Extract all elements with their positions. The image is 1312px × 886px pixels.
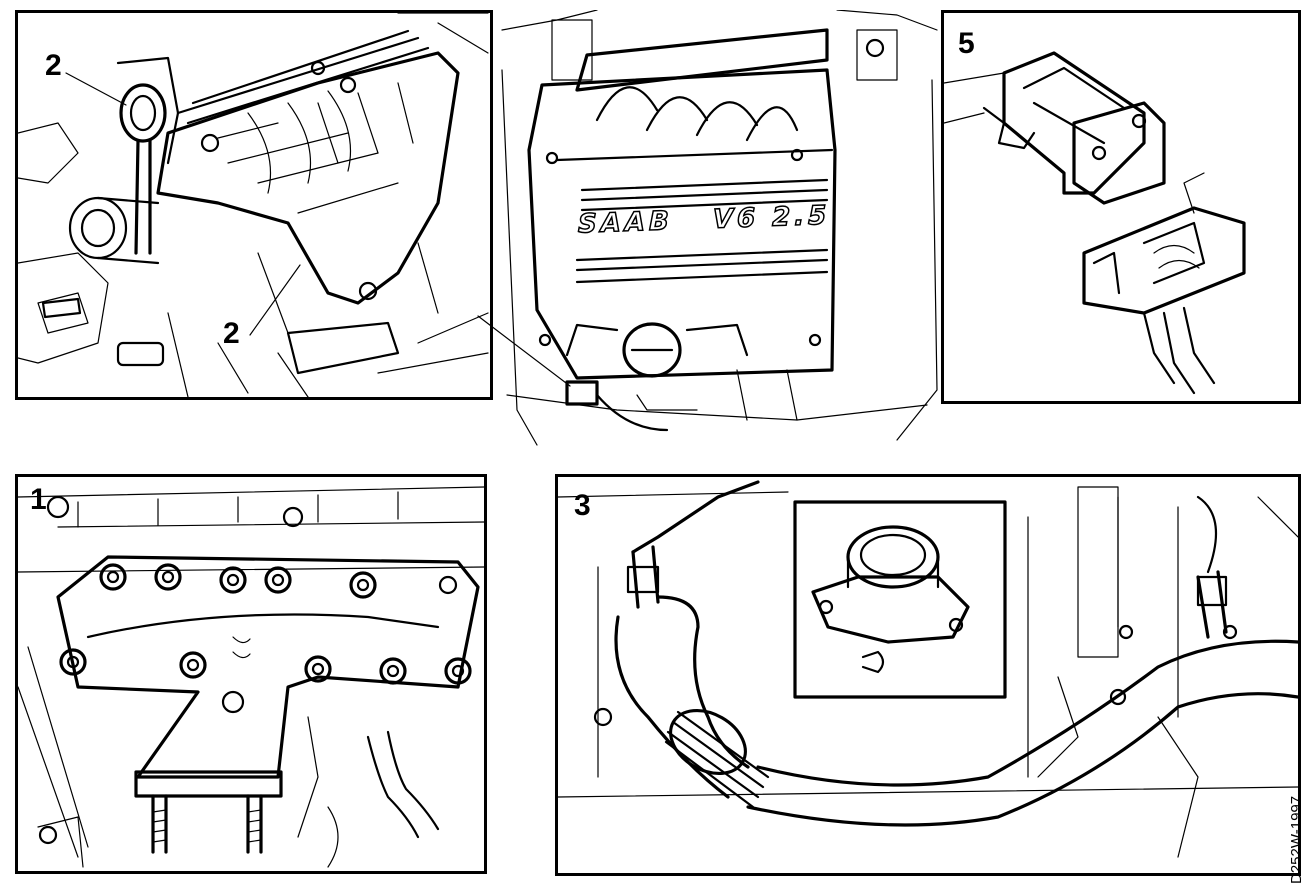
panel-2-drawing (18, 13, 489, 397)
panel-1-drawing (18, 486, 484, 868)
callout-5: 5 (958, 27, 975, 60)
panel-5-drawing (944, 51, 1246, 395)
callout-2-bottom: 2 (223, 317, 240, 350)
panel-3-exhaust-pipe: 3 (555, 474, 1301, 876)
panel-2-pointer-line (477, 315, 571, 387)
callout-3: 3 (574, 489, 591, 522)
panel-5-connector: 5 (941, 10, 1301, 404)
panel-1-exhaust-manifold: 1 (15, 474, 487, 874)
engine-overview-drawing (501, 10, 938, 446)
cover-model: V6 2.5 (712, 200, 831, 236)
callout-1: 1 (30, 483, 47, 516)
cover-brand: SAAB (577, 205, 673, 240)
callout-2-top: 2 (45, 49, 62, 82)
panel-3-drawing (558, 480, 1298, 858)
panel-2-intake-cover-removal: 2 2 (15, 10, 493, 400)
figure-code: D252W-1997 (1288, 795, 1305, 884)
